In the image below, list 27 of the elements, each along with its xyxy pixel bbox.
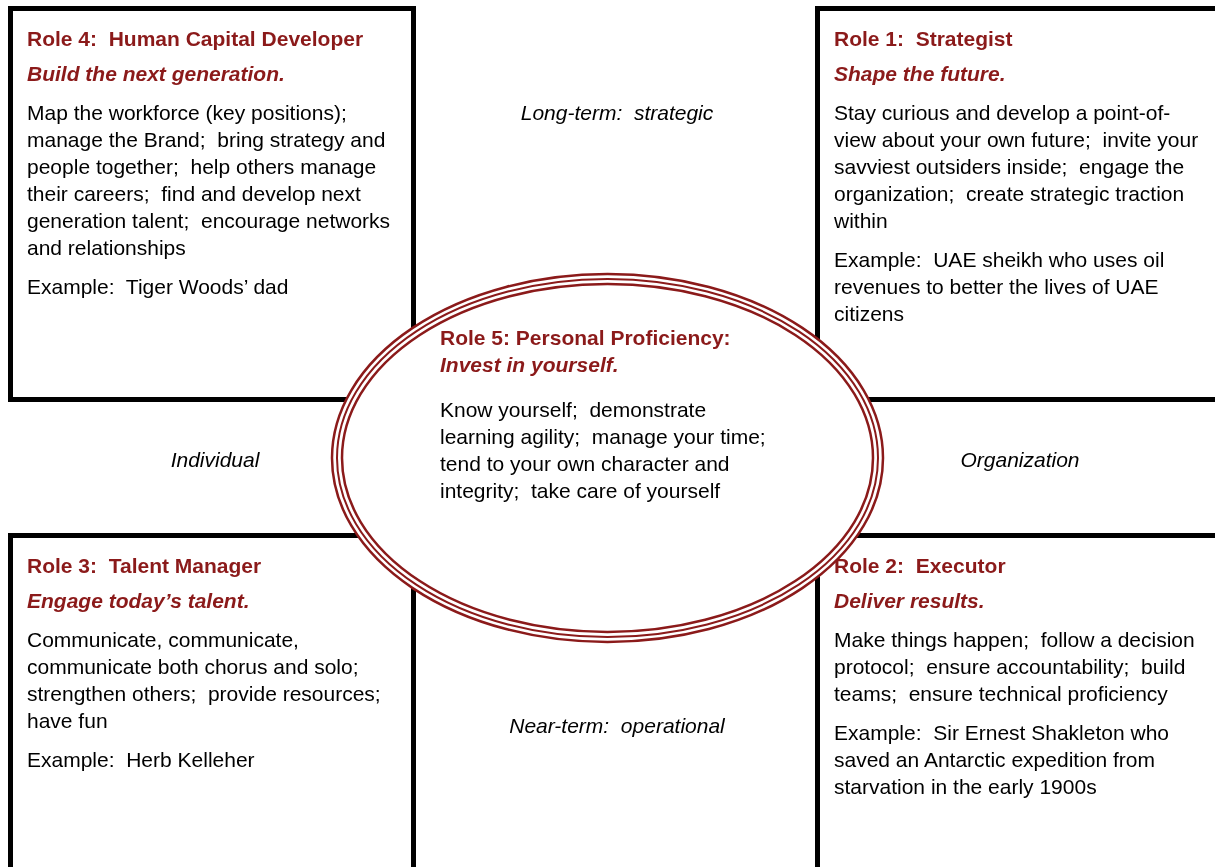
- axis-label: Organization: [960, 448, 1080, 472]
- role-tagline: Build the next generation.: [27, 61, 286, 87]
- role-example: Example: Sir Ernest Shakleton who saved an Antarctic expedition from starvation in the early 1900s: [834, 720, 1170, 800]
- role-card: [815, 533, 1215, 867]
- axis-label: Near-term: operational: [509, 714, 725, 738]
- role-heading: Role 1: Strategist: [834, 26, 1014, 52]
- role-description: Make things happen; follow a decision protocol; ensure accountability; build teams; ensure technical proficiency: [834, 627, 1196, 707]
- role-description: Communicate, communicate, communicate both chorus and solo; strengthen others; provide resources; have fun: [27, 627, 382, 734]
- axis-label: Individual: [170, 448, 260, 472]
- role-heading: Role 3: Talent Manager: [27, 553, 263, 579]
- role-card: [8, 533, 416, 867]
- role-card: [8, 6, 416, 402]
- role-example: Example: UAE sheikh who uses oil revenues to better the lives of UAE citizens: [834, 247, 1166, 327]
- role-card: [815, 6, 1215, 402]
- role-tagline: Engage today’s talent.: [27, 588, 251, 614]
- role-example: Example: Herb Kelleher: [27, 747, 256, 773]
- axis-label: Long-term: strategic: [520, 101, 714, 125]
- role-heading: Role 5: Personal Proficiency:: [440, 325, 732, 351]
- role-example: Example: Tiger Woods’ dad: [27, 274, 290, 300]
- role-heading: Role 2: Executor: [834, 553, 1007, 579]
- role-tagline: Invest in yourself.: [440, 352, 620, 378]
- role-tagline: Shape the future.: [834, 61, 1007, 87]
- role-tagline: Deliver results.: [834, 588, 986, 614]
- role-heading: Role 4: Human Capital Developer: [27, 26, 365, 52]
- role-description: Map the workforce (key positions); manage the Brand; bring strategy and people together; help others manage their careers; find and develop next generation talent; encourage networks and relationships: [27, 100, 392, 261]
- role-description: Stay curious and develop a point-of-view about your own future; invite your savviest outsiders inside; engage the organization; create strategic traction within: [834, 100, 1200, 234]
- role-description: Know yourself; demonstrate learning agility; manage your time; tend to your own character and integrity; take care of yourself: [440, 397, 767, 504]
